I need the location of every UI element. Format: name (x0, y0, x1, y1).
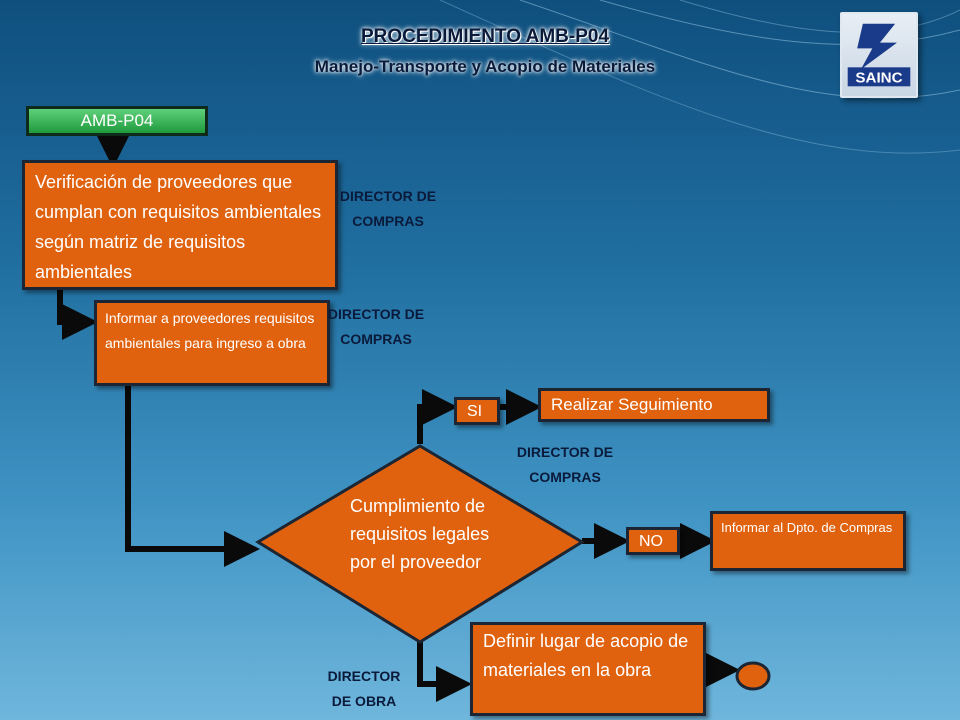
logo-text: SAINC (855, 70, 902, 87)
role-label-final: DIRECTOR DE OBRA (327, 668, 401, 709)
page-title: PROCEDIMIENTO AMB-P04 (360, 26, 610, 47)
decision-diamond (255, 444, 585, 644)
process-step-define-storage: Definir lugar de acopio de materiales en… (470, 622, 706, 716)
end-terminator (735, 661, 771, 691)
role-label-follow-up: DIRECTOR DE COMPRAS (516, 444, 614, 485)
start-node: AMB-P04 (26, 106, 208, 136)
connector-decision-final (417, 642, 472, 702)
decision-label: Cumplimiento de requisitos legales por e… (350, 496, 490, 572)
no-label: NO (626, 527, 680, 555)
connector-decision-si (417, 389, 458, 444)
process-step-inform-purchasing: Informar al Dpto. de Compras (710, 511, 906, 571)
yes-label: SI (454, 397, 500, 425)
role-label-step2: DIRECTOR DE COMPRAS (327, 306, 425, 347)
role-label-step1: DIRECTOR DE COMPRAS (339, 188, 437, 229)
process-step-inform-suppliers: Informar a proveedores requisitos ambien… (94, 300, 330, 386)
process-step-follow-up: Realizar Seguimiento (538, 388, 770, 422)
connector-step2-decision (125, 386, 260, 567)
company-logo: SAINC (840, 12, 918, 98)
connector-step1-step2 (57, 290, 98, 340)
process-step-verification: Verificación de proveedores que cumplan … (22, 160, 338, 290)
page-subtitle: Manejo-Transporte y Acopio de Materiales (314, 57, 656, 76)
